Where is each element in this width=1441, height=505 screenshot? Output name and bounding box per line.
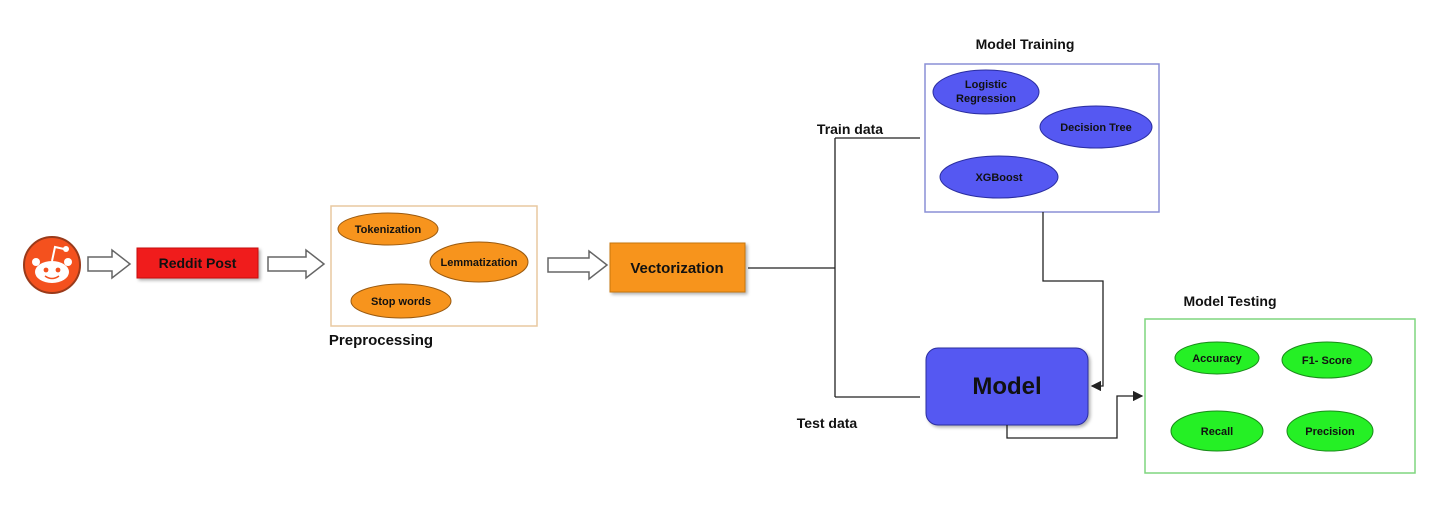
hollow-right-arrow-icon	[267, 248, 326, 280]
logistic-regression-model	[932, 69, 1040, 115]
model-training-title: Model Training	[976, 36, 1075, 52]
metric-label: Accuracy	[1192, 353, 1242, 365]
reddit-post-node	[136, 247, 259, 279]
xgboost-model	[939, 155, 1059, 199]
metric-label: Recall	[1201, 426, 1233, 438]
hollow-right-arrow-icon	[547, 249, 609, 281]
metric-label: F1- Score	[1302, 355, 1352, 367]
decision-tree-model	[1039, 105, 1153, 149]
vectorization-node	[609, 242, 746, 293]
reddit-post-label: Reddit Post	[159, 255, 237, 271]
hollow-right-arrow-icon	[87, 248, 132, 280]
model-label: Model	[972, 373, 1041, 400]
step-label: Tokenization	[355, 224, 422, 236]
precision-metric	[1286, 410, 1374, 452]
vectorization-label: Vectorization	[630, 260, 723, 277]
test-data-label: Test data	[797, 415, 858, 431]
lemmatization-step	[429, 241, 529, 283]
tokenization-step	[337, 212, 439, 246]
metric-label: Precision	[1305, 426, 1355, 438]
train-data-label: Train data	[817, 121, 883, 137]
reddit-logo-icon	[23, 236, 81, 294]
model-label: Decision Tree	[1060, 122, 1132, 134]
model-label: Regression	[956, 93, 1016, 105]
model-testing-title: Model Testing	[1183, 293, 1276, 309]
preprocessing-title: Preprocessing	[329, 332, 433, 349]
stop-words-step	[350, 283, 452, 319]
accuracy-metric	[1174, 341, 1260, 375]
model-to-testing-connector	[1006, 390, 1144, 439]
f1-score-metric	[1281, 341, 1373, 379]
training-to-model-connector	[1042, 212, 1104, 392]
model-testing-box	[1144, 318, 1416, 474]
step-label: Stop words	[371, 296, 431, 308]
data-split-connector	[748, 137, 920, 398]
step-label: Lemmatization	[440, 257, 517, 269]
model-label: Logistic	[965, 79, 1007, 91]
recall-metric	[1170, 410, 1264, 452]
model-label: XGBoost	[975, 172, 1022, 184]
